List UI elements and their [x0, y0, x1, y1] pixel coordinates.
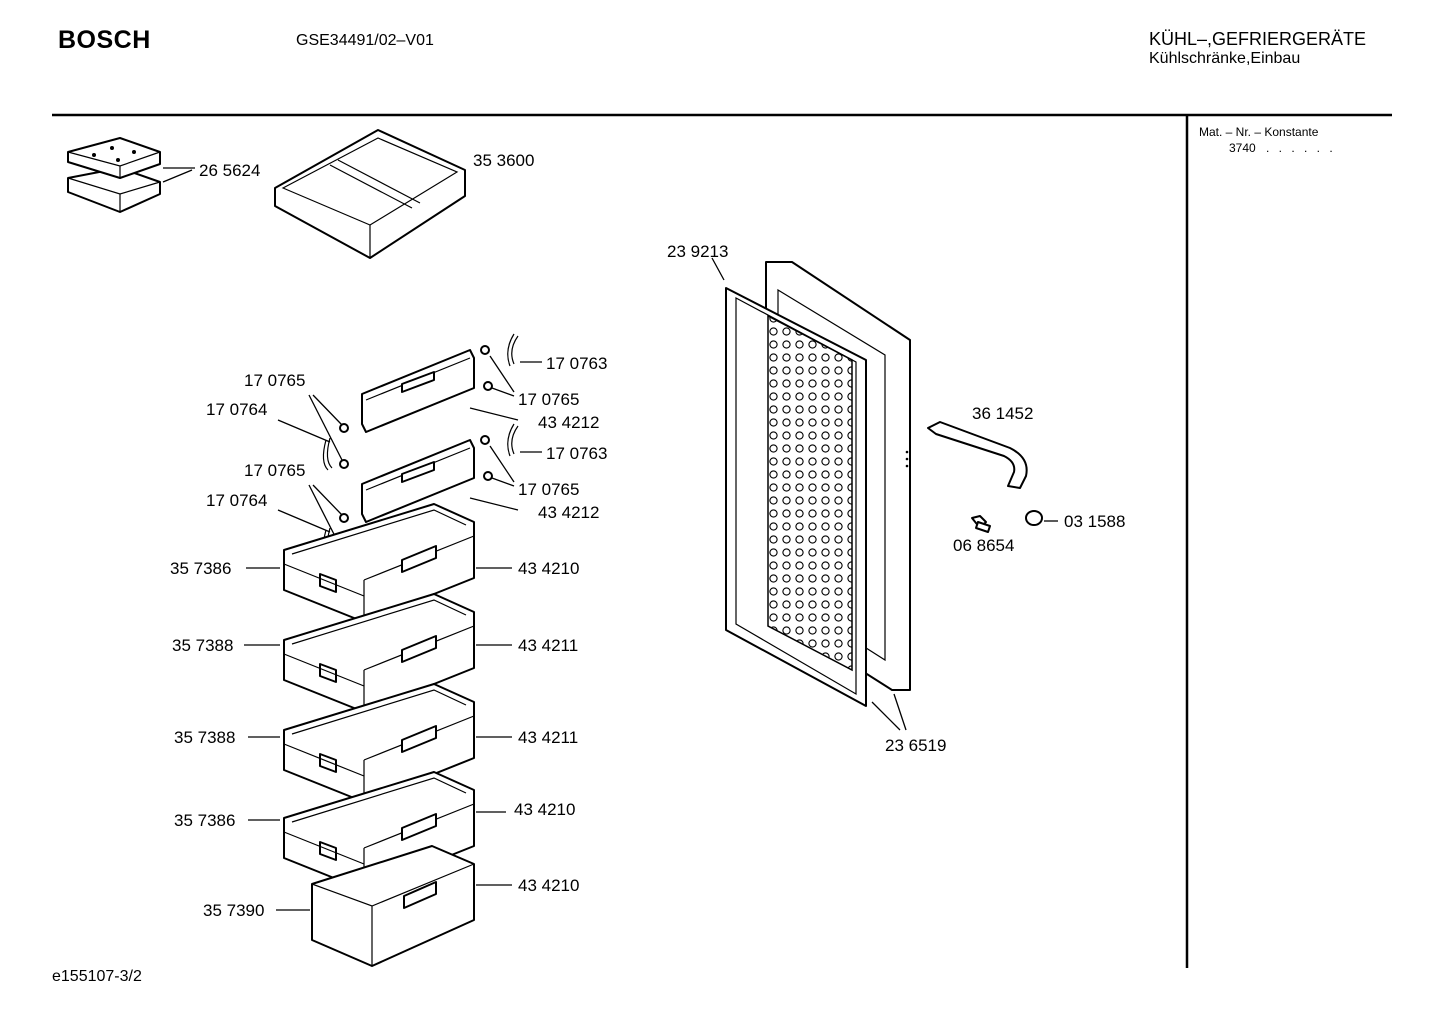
top-tray: [274, 129, 466, 259]
material-number-value: 3740: [1229, 141, 1256, 155]
door-handle: [927, 421, 1028, 489]
label-drawer-2-front: 43 4211: [518, 636, 578, 655]
diagram-code: e155107-3/2: [52, 968, 142, 985]
label-flap-bracket-b1: 17 0764: [206, 491, 267, 510]
label-flap-bracket-b2: 17 0763: [546, 444, 607, 463]
label-flap-b: 43 4212: [538, 503, 599, 522]
category-title: KÜHL–,GEFRIERGERÄTE: [1149, 29, 1367, 49]
subcategory-title: Kühlschränke,Einbau: [1149, 50, 1301, 67]
label-flap-pin-b2: 17 0765: [518, 480, 579, 499]
label-screw: 06 8654: [953, 536, 1014, 555]
label-door-seal-bottom: 23 6519: [885, 736, 946, 755]
label-drawer-5-body: 35 7390: [203, 901, 264, 920]
label-drawer-4-body: 35 7386: [174, 811, 235, 830]
cap: [1025, 510, 1043, 526]
drawer-5: [311, 845, 475, 967]
flap-a: [322, 333, 519, 471]
label-flap-a: 43 4212: [538, 413, 599, 432]
screw: [971, 515, 991, 533]
door-seal-frame: [725, 287, 867, 707]
label-cap: 03 1588: [1064, 512, 1125, 531]
label-drawer-5-front: 43 4210: [518, 876, 579, 895]
label-flap-pin-b1: 17 0765: [244, 461, 305, 480]
label-flap-pin-a2: 17 0765: [518, 390, 579, 409]
label-flap-bracket-a2: 17 0763: [546, 354, 607, 373]
label-drawer-1-front: 43 4210: [518, 559, 579, 578]
label-top-tray: 35 3600: [473, 151, 534, 170]
label-flap-bracket-a1: 17 0764: [206, 400, 267, 419]
material-number-title: Mat. – Nr. – Konstante: [1199, 125, 1319, 139]
label-drawer-3-front: 43 4211: [518, 728, 578, 747]
label-drawer-2-body: 35 7388: [172, 636, 233, 655]
label-drawer-4-front: 43 4210: [514, 800, 575, 819]
brand-logo: BOSCH: [58, 26, 151, 54]
model-number: GSE34491/02–V01: [296, 32, 434, 49]
label-door-seal-top: 23 9213: [667, 242, 728, 261]
label-drawer-1-body: 35 7386: [170, 559, 231, 578]
material-number-dots: . . . . . .: [1266, 141, 1336, 155]
label-drawer-3-body: 35 7388: [174, 728, 235, 747]
label-flap-pin-a1: 17 0765: [244, 371, 305, 390]
ice-packs: [67, 137, 161, 213]
label-handle: 36 1452: [972, 404, 1033, 423]
label-ice-packs: 26 5624: [199, 161, 260, 180]
